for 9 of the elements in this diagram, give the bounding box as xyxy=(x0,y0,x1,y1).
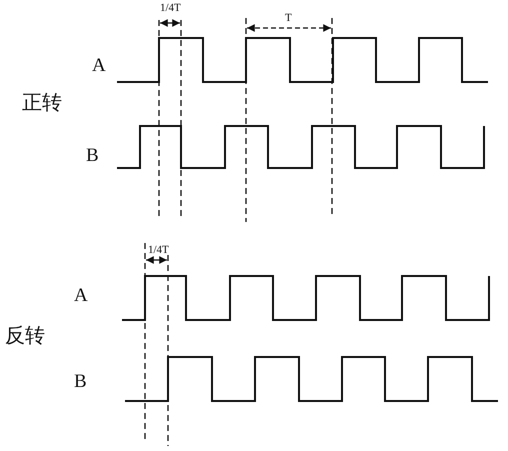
signal-label: A xyxy=(92,56,106,75)
direction-label: 正转 xyxy=(22,92,62,112)
signal-label: B xyxy=(74,372,87,391)
dimension-label: T xyxy=(285,13,292,24)
dimension-label: 1/4T xyxy=(160,3,181,14)
direction-label: 反转 xyxy=(5,325,45,345)
signal-label: A xyxy=(74,286,88,305)
signal-label: B xyxy=(86,146,99,165)
dimension-label: 1/4T xyxy=(148,245,169,256)
